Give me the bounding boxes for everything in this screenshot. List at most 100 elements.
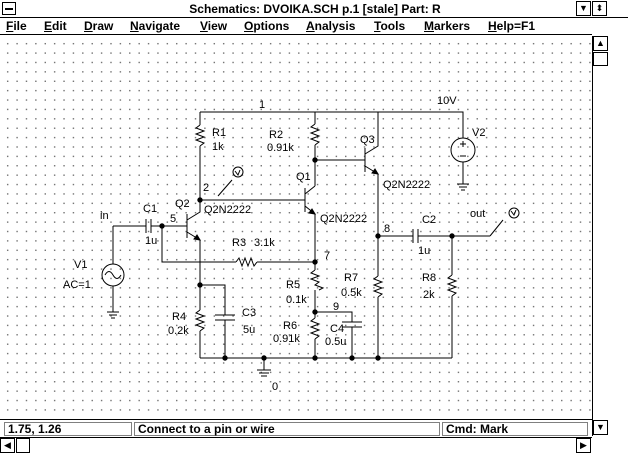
part-label-c2-name: C2: [422, 214, 436, 226]
minimize-button[interactable]: ▼: [576, 1, 591, 16]
status-bar: 1.75, 1.26 Connect to a pin or wire Cmd:…: [0, 419, 592, 437]
capacitor-c2[interactable]: [412, 229, 419, 243]
menu-bar: File Edit Draw Navigate View Options Ana…: [0, 18, 592, 35]
voltage-marker-node2[interactable]: [217, 179, 233, 197]
restore-button[interactable]: ⬍: [592, 1, 607, 16]
resistor-r6[interactable]: [309, 317, 321, 340]
junction[interactable]: [508, 207, 520, 219]
wire[interactable]: [234, 169, 241, 177]
part-label-c1-value: 1u: [145, 235, 157, 247]
resistor-r7[interactable]: [372, 275, 384, 298]
wire-r3[interactable]: [161, 226, 236, 263]
out-label: out: [470, 208, 485, 220]
resistor-r5[interactable]: [309, 269, 325, 291]
voltage-marker-out[interactable]: [489, 219, 504, 237]
transistor-q3-base[interactable]: [355, 112, 379, 236]
part-label-r1-value: 1k: [212, 141, 224, 153]
transistor-q2[interactable]: [175, 200, 201, 285]
scroll-left-button[interactable]: ◀: [0, 438, 15, 453]
q1-emitter-arrow[interactable]: [308, 208, 316, 215]
schematic-drawing[interactable]: 1 2 5 7 8 9 0 10V in out R1 1k R2 0.91k …: [0, 36, 592, 418]
menu-file[interactable]: File: [6, 19, 27, 33]
part-label-r8-value: 2k: [423, 289, 435, 301]
resistor-r8[interactable]: [446, 274, 458, 297]
status-cmd: Cmd: Mark: [442, 422, 588, 436]
node-label-0: 0: [272, 381, 278, 393]
resistor-r4[interactable]: [194, 309, 206, 332]
horizontal-scrollbar[interactable]: ◀ ▶: [0, 437, 592, 453]
part-label-r4-value: 0.2k: [168, 325, 189, 337]
part-label-r7-value: 0.5k: [341, 287, 362, 299]
wire-r2-bottom[interactable]: [314, 145, 355, 161]
junction[interactable]: [232, 166, 244, 178]
part-label-c1-name: C1: [143, 203, 157, 215]
part-label-r2-value: 0.91k: [267, 142, 294, 154]
node-label-1: 1: [259, 99, 265, 111]
wire[interactable]: [104, 271, 122, 279]
window-title: Schematics: DVOIKA.SCH p.1 [stale] Part:…: [189, 2, 441, 16]
junction[interactable]: [312, 355, 318, 361]
part-label-c4-value: 0.5u: [325, 336, 346, 348]
wire[interactable]: [315, 311, 353, 322]
capacitor-c3[interactable]: [215, 314, 235, 321]
scroll-thumb-horizontal[interactable]: [16, 438, 30, 453]
part-label-q3-name: Q3: [360, 134, 375, 146]
part-label-c4-name: C4: [330, 323, 344, 335]
resistor-r2[interactable]: [309, 123, 321, 146]
part-label-r6-value: 0.91k: [273, 333, 300, 345]
vertical-scrollbar[interactable]: ▲ ▼: [592, 36, 608, 436]
part-label-r1-name: R1: [212, 127, 226, 139]
node-label-5: 5: [170, 213, 176, 225]
menu-analysis[interactable]: Analysis: [306, 19, 356, 33]
resistor-r1[interactable]: [194, 124, 206, 147]
wire[interactable]: [457, 162, 469, 191]
node-label-7: 7: [324, 250, 330, 262]
part-label-r5-name: R5: [286, 279, 300, 291]
menu-view[interactable]: View: [200, 19, 228, 33]
menu-draw[interactable]: Draw: [84, 19, 114, 33]
scroll-up-button[interactable]: ▲: [593, 36, 608, 51]
part-label-r3-name: R3: [232, 237, 246, 249]
in-label: in: [100, 210, 109, 222]
part-label-r7-name: R7: [344, 272, 358, 284]
wire-rail-1[interactable]: [200, 111, 464, 138]
resistor-r3[interactable]: [235, 256, 258, 268]
part-label-v1-value: AC=1: [63, 279, 91, 291]
status-coords: 1.75, 1.26: [4, 422, 132, 436]
wire[interactable]: [460, 141, 466, 157]
node-label-2: 2: [203, 182, 209, 194]
menu-options[interactable]: Options: [244, 19, 290, 33]
menu-navigate[interactable]: Navigate: [130, 19, 181, 33]
part-label-r5-value: 0.1k: [286, 294, 307, 306]
part-label-r6-name: R6: [283, 320, 297, 332]
supply-label: 10V: [437, 95, 457, 107]
part-label-v2-name: V2: [472, 127, 485, 139]
wire-in[interactable]: [113, 219, 175, 233]
part-label-q2-name: Q2: [175, 198, 190, 210]
title-bar: Schematics: DVOIKA.SCH p.1 [stale] Part:…: [0, 0, 628, 18]
scroll-right-button[interactable]: ▶: [576, 438, 591, 453]
menu-markers[interactable]: Markers: [424, 19, 471, 33]
menu-tools[interactable]: Tools: [374, 19, 406, 33]
part-label-r4-name: R4: [172, 311, 186, 323]
ground-symbol[interactable]: [257, 358, 271, 377]
q2-emitter-arrow[interactable]: [193, 234, 201, 241]
wire[interactable]: [200, 284, 226, 315]
junction[interactable]: [222, 355, 228, 361]
system-menu-button[interactable]: [2, 2, 16, 15]
junction[interactable]: [349, 355, 355, 361]
schematic-canvas[interactable]: 1 2 5 7 8 9 0 10V in out R1 1k R2 0.91k …: [0, 36, 592, 418]
transistor-q1[interactable]: [297, 185, 316, 262]
capacitor-c4[interactable]: [342, 321, 362, 328]
menu-edit[interactable]: Edit: [44, 19, 67, 33]
menu-help[interactable]: Help=F1: [488, 19, 536, 33]
part-label-r2-name: R2: [269, 129, 283, 141]
part-label-c3-value: 5u: [243, 324, 255, 336]
part-label-q1-model: Q2N2222: [320, 213, 367, 225]
scroll-down-button[interactable]: ▼: [593, 420, 608, 435]
wire[interactable]: [510, 209, 517, 217]
q3-emitter-arrow[interactable]: [371, 168, 379, 175]
wire[interactable]: [107, 226, 119, 319]
part-label-q2-model: Q2N2222: [204, 204, 251, 216]
scroll-thumb-vertical[interactable]: [593, 52, 608, 66]
